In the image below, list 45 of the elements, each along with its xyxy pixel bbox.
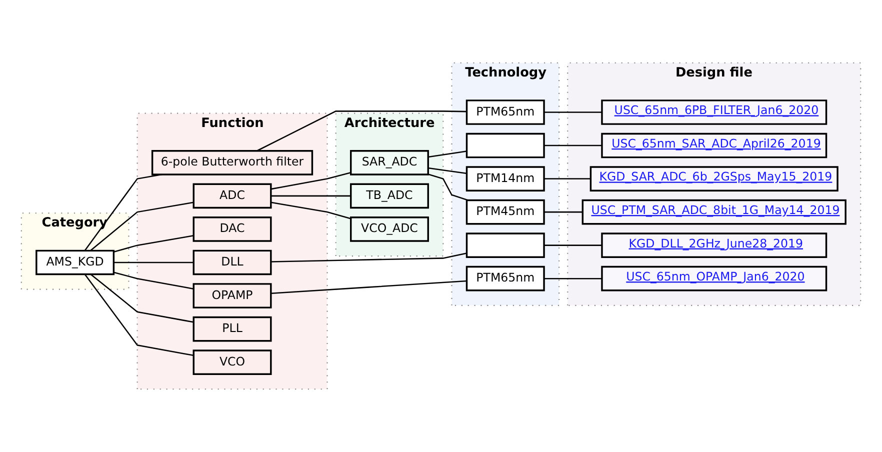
connector: [270, 202, 351, 220]
connector: [84, 174, 162, 251]
node-box: OPAMP: [192, 283, 272, 308]
node-box: PTM65nm: [466, 100, 545, 125]
node-box: 6-pole Butterworth filter: [151, 150, 314, 176]
node-box: USC_PTM_SAR_ADC_8bit_1G_May14_2019: [582, 199, 846, 225]
connector: [271, 195, 351, 197]
connector: [544, 112, 602, 113]
node-box: KGD_SAR_ADC_6b_2GSps_May15_2019: [590, 166, 838, 192]
connector: [544, 211, 582, 213]
connector: [428, 174, 468, 201]
connector: [84, 274, 194, 356]
connector: [270, 280, 467, 294]
node-box: PTM14nm: [466, 166, 545, 192]
connector: [114, 262, 194, 264]
node-box: AMS_KGD: [36, 250, 115, 276]
connector: [114, 272, 194, 290]
connector: [256, 110, 467, 152]
connector: [544, 178, 591, 180]
connector: [428, 167, 466, 174]
connector: [90, 202, 194, 252]
node-box: [466, 132, 545, 158]
node-box: [466, 232, 545, 258]
node-box: VCO: [192, 350, 272, 375]
node-box: DAC: [192, 216, 272, 242]
connector: [428, 150, 466, 158]
node-box: ADC: [192, 183, 272, 209]
node-box: PTM45nm: [466, 199, 545, 225]
connector: [544, 244, 602, 246]
node-box: USC_65nm_6PB_FILTER_Jan6_2020: [601, 100, 828, 125]
node-box: DLL: [192, 250, 272, 276]
node-box: KGD_DLL_2GHz_June28_2019: [601, 232, 828, 258]
connector: [271, 252, 467, 262]
node-box: VCO_ADC: [350, 216, 429, 242]
connector: [544, 144, 602, 146]
node-box: USC_65nm_OPAMP_Jan6_2020: [601, 266, 828, 292]
connector: [270, 172, 351, 190]
node-box: TB_ADC: [350, 183, 429, 209]
node-box: SAR_ADC: [350, 150, 429, 176]
node-box: PLL: [192, 316, 272, 342]
connector: [114, 235, 194, 253]
connector: [544, 278, 602, 280]
connector: [90, 274, 194, 323]
node-box: USC_65nm_SAR_ADC_April26_2019: [601, 132, 828, 158]
node-box: PTM65nm: [466, 266, 545, 292]
